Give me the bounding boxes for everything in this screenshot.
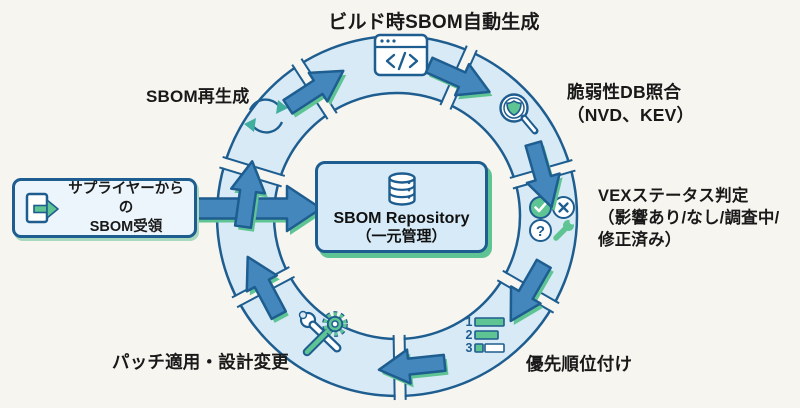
flow-arrows bbox=[229, 56, 563, 388]
refresh-icon bbox=[244, 98, 288, 134]
label-patch-redesign: パッチ適用・設計変更 bbox=[112, 352, 289, 372]
wrench-icon bbox=[553, 218, 576, 241]
supplier-box: サプライヤーからの SBOM受領 bbox=[12, 178, 197, 238]
repository-subtitle: （一元管理） bbox=[356, 227, 447, 245]
svg-text:?: ? bbox=[536, 223, 545, 240]
label-vex-status: VEXステータス判定 （影響あり/なし/調査中/ 修正済み） bbox=[598, 187, 780, 249]
tools-gear-icon bbox=[298, 310, 348, 357]
database-icon bbox=[387, 171, 416, 206]
flow-arrow bbox=[524, 140, 561, 209]
label-sbom-regenerate: SBOM再生成 bbox=[146, 87, 250, 106]
label-build-sbom: ビルド時SBOM自動生成 bbox=[328, 12, 540, 33]
flow-arrow bbox=[377, 348, 447, 385]
sbom-repository-box: SBOM Repository （一元管理） bbox=[315, 161, 488, 253]
repository-title: SBOM Repository bbox=[333, 209, 470, 227]
flow-arrow bbox=[424, 56, 491, 97]
label-prioritization: 優先順位付け bbox=[526, 354, 633, 374]
supplier-label: サプライヤーからの SBOM受領 bbox=[68, 180, 184, 235]
label-vuln-db-match: 脆弱性DB照合 （NVD、KEV） bbox=[567, 82, 695, 125]
flow-arrow bbox=[282, 69, 345, 115]
svg-text:1: 1 bbox=[466, 315, 473, 329]
flow-arrow bbox=[509, 258, 552, 323]
flow-arrow bbox=[245, 255, 288, 321]
priority-list-icon: 1 2 3 bbox=[466, 315, 505, 355]
svg-text:3: 3 bbox=[466, 341, 473, 355]
code-window-icon bbox=[373, 33, 429, 77]
flow-arrow bbox=[229, 160, 267, 230]
sbom-import-icon bbox=[25, 192, 59, 224]
svg-text:2: 2 bbox=[466, 328, 473, 342]
shield-search-icon bbox=[499, 93, 539, 135]
question-circle-icon: ? bbox=[529, 219, 552, 242]
